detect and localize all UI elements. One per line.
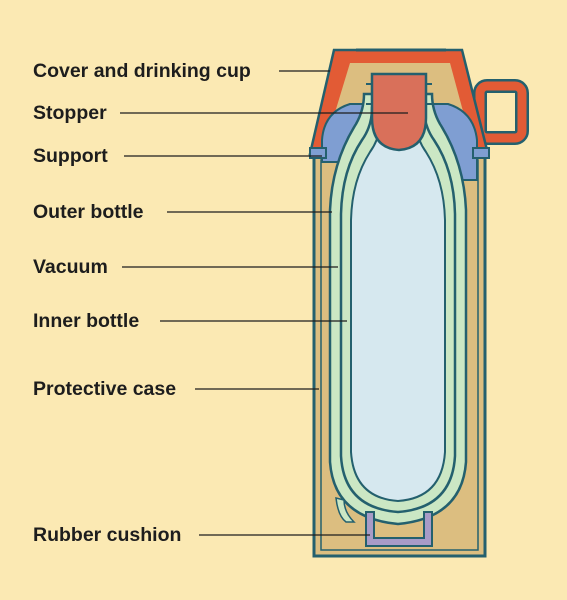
rubber-cushion [365,511,433,547]
cup-handle [473,79,529,145]
label-protective-case: Protective case [33,378,177,400]
leader-lines [120,70,408,536]
label-cover: Cover and drinking cup [33,60,251,82]
cup-handle-fill [475,81,527,143]
label-inner-bottle: Inner bottle [33,310,140,332]
label-vacuum: Vacuum [33,256,108,278]
label-outer-bottle: Outer bottle [33,201,144,223]
liquid [350,121,446,503]
label-rubber-cushion: Rubber cushion [33,524,182,546]
label-support: Support [33,145,108,167]
label-stopper: Stopper [33,102,107,124]
stopper [370,72,428,152]
